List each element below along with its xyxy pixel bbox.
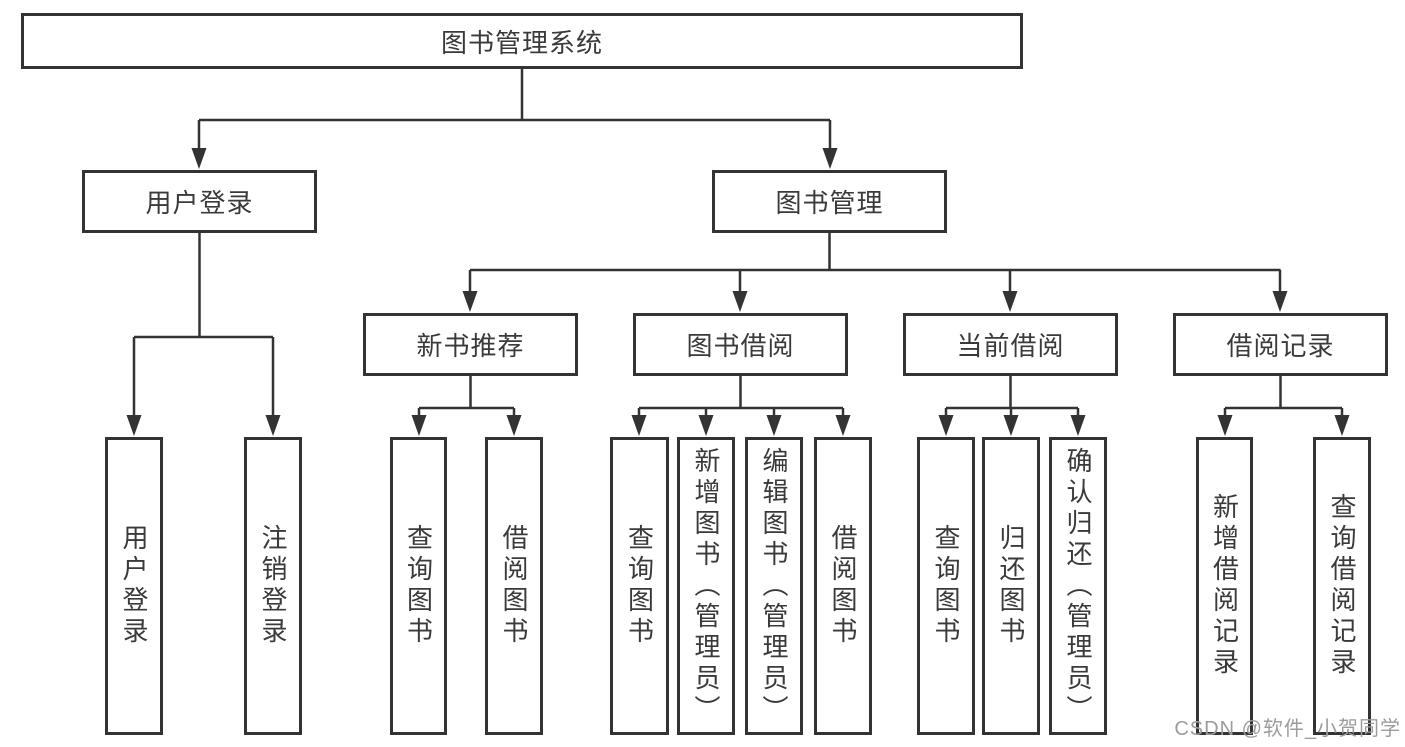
leaf-logout: 注销登录: [244, 437, 302, 735]
leaf-user-login: 用户登录: [105, 437, 163, 735]
leaf-add-books-admin: 新增图书（管理员）: [677, 437, 735, 735]
leaf-edit-books-admin: 编辑图书（管理员）: [745, 437, 803, 735]
leaf-borrow-books: 借阅图书: [814, 437, 872, 735]
leaf-borrow-books-recommend: 借阅图书: [485, 437, 543, 735]
node-user-login: 用户登录: [82, 170, 317, 233]
leaf-query-borrow-record: 查询借阅记录: [1313, 437, 1371, 735]
leaf-query-books-borrow: 查询图书: [610, 437, 669, 735]
leaf-query-books-current: 查询图书: [917, 437, 975, 735]
leaf-query-books-recommend: 查询图书: [390, 437, 447, 735]
node-current-borrowing: 当前借阅: [903, 313, 1118, 376]
node-new-book-recommendation: 新书推荐: [363, 313, 578, 376]
node-book-management: 图书管理: [712, 170, 947, 233]
leaf-confirm-return-admin: 确认归还（管理员）: [1049, 437, 1107, 735]
leaf-return-books: 归还图书: [982, 437, 1040, 735]
leaf-add-borrow-record: 新增借阅记录: [1196, 437, 1253, 735]
node-library-management-system: 图书管理系统: [21, 13, 1023, 69]
node-book-borrowing: 图书借阅: [633, 313, 848, 376]
watermark-text: CSDN @软件_小贺同学: [1174, 718, 1401, 740]
node-borrowing-records: 借阅记录: [1173, 313, 1388, 376]
